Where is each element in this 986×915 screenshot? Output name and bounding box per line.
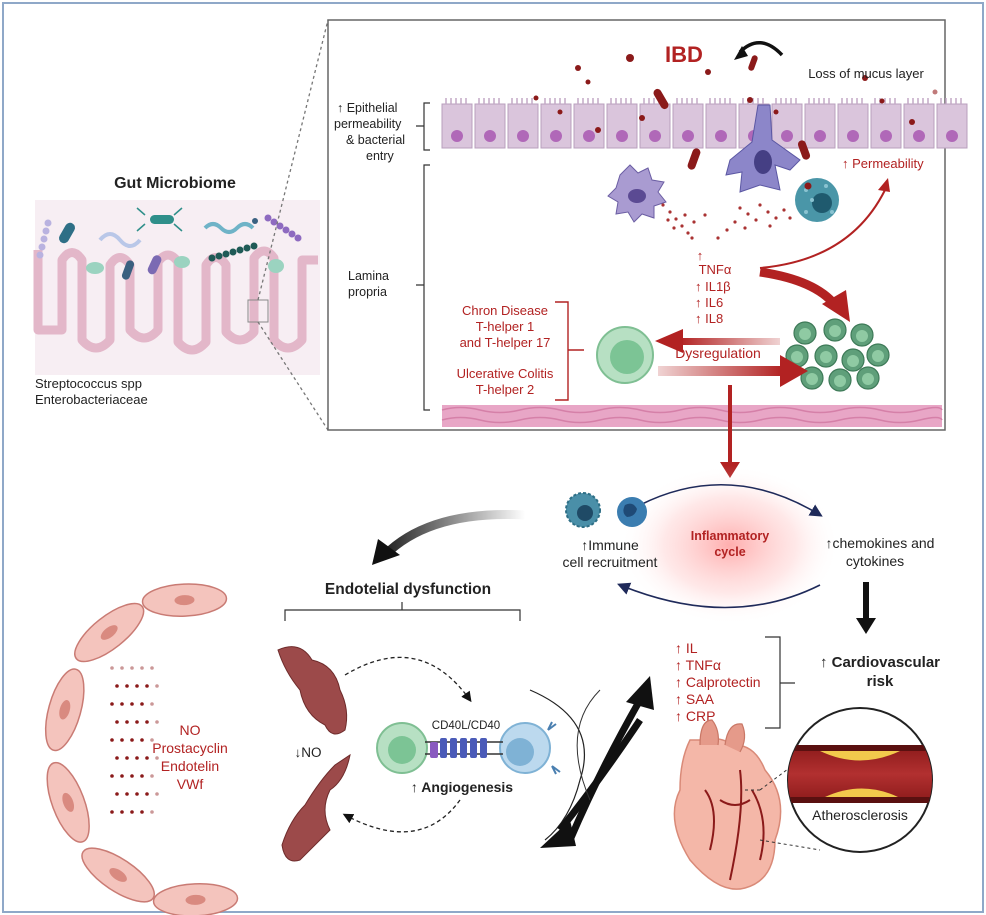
neutrophil [828, 368, 852, 392]
th-bracket [555, 301, 584, 401]
neutrophil [850, 323, 874, 347]
bacterial-entry [533, 54, 938, 170]
cardio-risk-label-2: risk [867, 673, 894, 690]
neutrophil-cluster [785, 318, 890, 392]
ibd-title: IBD [665, 42, 703, 67]
angiogenesis-label: ↑ Angiogenesis [411, 779, 513, 795]
no-decrease-label: ↓NO [295, 745, 322, 760]
cycle-arrow-bottom [617, 582, 821, 609]
vessel-label-prostacyclin: Prostacyclin [152, 740, 227, 756]
markers-bracket [765, 636, 795, 729]
epithelial-label-3: & bacterial [346, 133, 405, 147]
cd40-label: CD40L/CD40 [432, 720, 500, 732]
immune-label-2: cell recruitment [563, 554, 658, 570]
dysregulation-label: Dysregulation [675, 345, 761, 361]
vessel-label-endotelin: Endotelin [161, 758, 219, 774]
cycle-label-2: cycle [714, 545, 745, 559]
cd40-interaction [376, 721, 561, 775]
permeability-arrow [759, 189, 886, 269]
endo-bracket [284, 602, 521, 621]
cytokine-tnfa: TNFα [699, 262, 732, 277]
endo-title: Endotelial dysfunction [325, 581, 491, 598]
cardio-risk-label-1: ↑ Cardiovascular [820, 654, 940, 671]
t-helper-cell [596, 326, 654, 384]
epithelial-label-2: permeability [334, 117, 402, 131]
neutrophil [856, 366, 880, 390]
cycle-to-endo-arrow [381, 510, 526, 559]
neutrophil [814, 344, 838, 368]
epithelial-bracket [416, 102, 430, 151]
vessel-mediator-dots [110, 666, 159, 814]
dendritic-cell [725, 104, 801, 193]
vessel-label-no: NO [180, 722, 201, 738]
zoom-line-athero-1 [759, 759, 801, 791]
marker-crp: ↑ CRP [675, 708, 715, 724]
bacteria-label-1: Streptococcus spp [35, 376, 142, 391]
permeability-label: ↑ Permeability [842, 156, 924, 171]
epithelial-label-4: entry [366, 149, 395, 163]
heart [673, 719, 782, 890]
atherosclerosis-inset [787, 707, 933, 853]
lamina-label-1: Lamina [348, 269, 389, 283]
ibd-panel [327, 19, 968, 478]
uc-label-2: T-helper 2 [476, 382, 535, 397]
lamina-bracket [416, 164, 430, 411]
neutrophil [866, 343, 890, 367]
marker-tnfa: ↑ TNFα [675, 657, 721, 673]
gut-title: Gut Microbiome [114, 175, 236, 192]
neutrophil [800, 366, 824, 390]
damaged-endothelium-bottom [281, 753, 351, 862]
damaged-endothelium-top [277, 646, 348, 735]
cycle-glow [620, 465, 840, 625]
neutrophil [841, 348, 865, 372]
chron-label-2: T-helper 1 [476, 319, 535, 334]
immune-label-1: ↑Immune [581, 537, 639, 553]
zoom-line-top [257, 19, 329, 301]
cytokine-il8: ↑ IL8 [695, 311, 723, 326]
neutrophil [823, 318, 847, 342]
cytokine-il6: ↑ IL6 [695, 295, 723, 310]
uc-label-1: Ulcerative Colitis [457, 366, 554, 381]
athero-label: Atherosclerosis [812, 807, 908, 823]
chemokines-label-2: cytokines [846, 553, 904, 569]
dysregulation-arrow-right [658, 366, 783, 376]
marker-il: ↑ IL [675, 640, 698, 656]
lamina-label-2: propria [348, 285, 387, 299]
epithelial-label-1: ↑ Epithelial [337, 101, 397, 115]
marker-saa: ↑ SAA [675, 691, 715, 707]
recruited-dendritic-cell [565, 492, 601, 528]
recruited-monocyte [617, 497, 647, 527]
inflammatory-cycle [565, 465, 840, 625]
cytokine-arrow-label: ↑ [697, 248, 704, 263]
angiogenesis-arrow-in [344, 656, 472, 703]
cytokine-il1b: ↑ IL1β [695, 279, 731, 294]
chron-label-1: Chron Disease [462, 303, 548, 318]
marker-calprotectin: ↑ Calprotectin [675, 674, 761, 690]
cycle-label-1: Inflammatory [691, 529, 770, 543]
dysregulation-arrow-left [680, 338, 780, 345]
macrophage-cell [607, 164, 667, 223]
neutrophil [793, 321, 817, 345]
chron-label-3: and T-helper 17 [460, 335, 551, 350]
angiogenesis-arrow-out [342, 799, 461, 833]
bacteria-label-2: Enterobacteriaceae [35, 392, 148, 407]
vessel-label-vwf: VWf [177, 776, 204, 792]
gut-panel [33, 19, 329, 431]
mast-cell [795, 178, 839, 222]
zoom-line-athero-2 [759, 839, 821, 851]
bacteria-cluster [36, 207, 302, 280]
blood-vessel [44, 583, 472, 915]
cytokine-dots [661, 203, 792, 240]
chemokines-label-1: ↑chemokines and [826, 535, 935, 551]
cycle-arrow-top [639, 483, 823, 517]
mucus-loss-label: Loss of mucus layer [808, 66, 924, 81]
